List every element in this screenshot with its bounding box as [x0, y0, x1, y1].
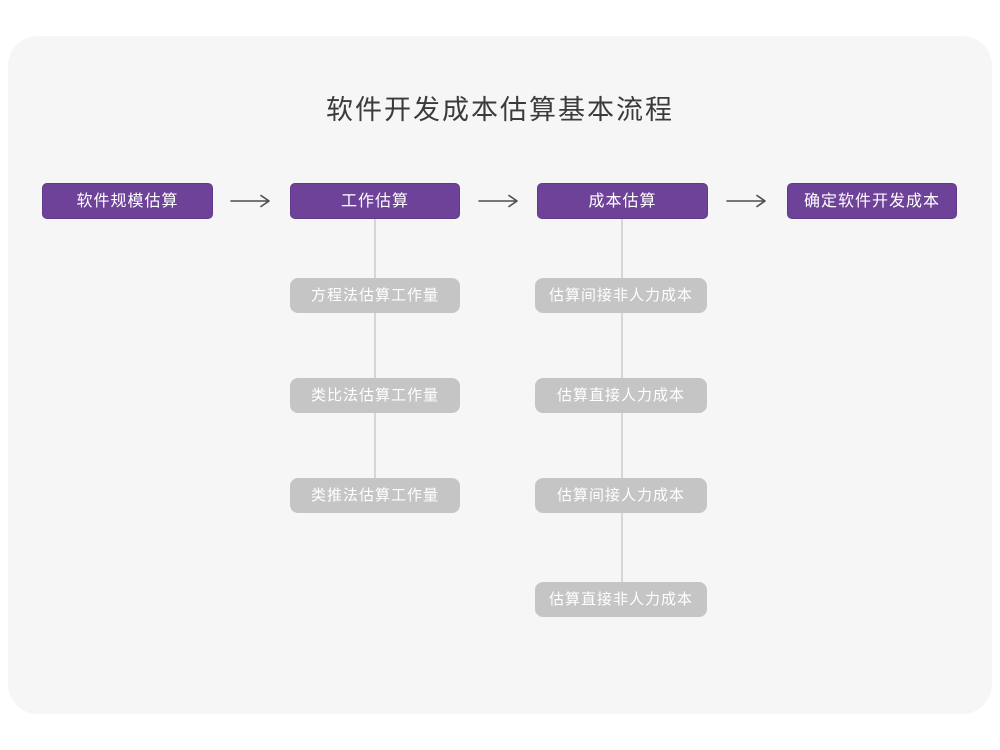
diagram-card-background — [8, 36, 992, 714]
sub-node-indirect-labor-cost: 估算间接人力成本 — [535, 478, 707, 513]
flow-node-determine-dev-cost: 确定软件开发成本 — [787, 183, 957, 219]
right-arrow-icon — [478, 194, 520, 208]
sub-node-extrapolation-method: 类推法估算工作量 — [290, 478, 460, 513]
right-arrow-icon — [726, 194, 768, 208]
flow-node-cost-estimation: 成本估算 — [537, 183, 708, 219]
diagram-title: 软件开发成本估算基本流程 — [326, 95, 674, 125]
sub-node-direct-labor-cost: 估算直接人力成本 — [535, 378, 707, 413]
flow-node-work-estimation: 工作估算 — [290, 183, 460, 219]
flow-node-software-scale-estimation: 软件规模估算 — [42, 183, 213, 219]
connector-line-work-estimation — [374, 219, 376, 496]
right-arrow-icon — [230, 194, 272, 208]
sub-node-direct-nonlabor-cost: 估算直接非人力成本 — [535, 582, 707, 617]
sub-node-indirect-nonlabor-cost: 估算间接非人力成本 — [535, 278, 707, 313]
sub-node-equation-method: 方程法估算工作量 — [290, 278, 460, 313]
sub-node-analogy-method: 类比法估算工作量 — [290, 378, 460, 413]
